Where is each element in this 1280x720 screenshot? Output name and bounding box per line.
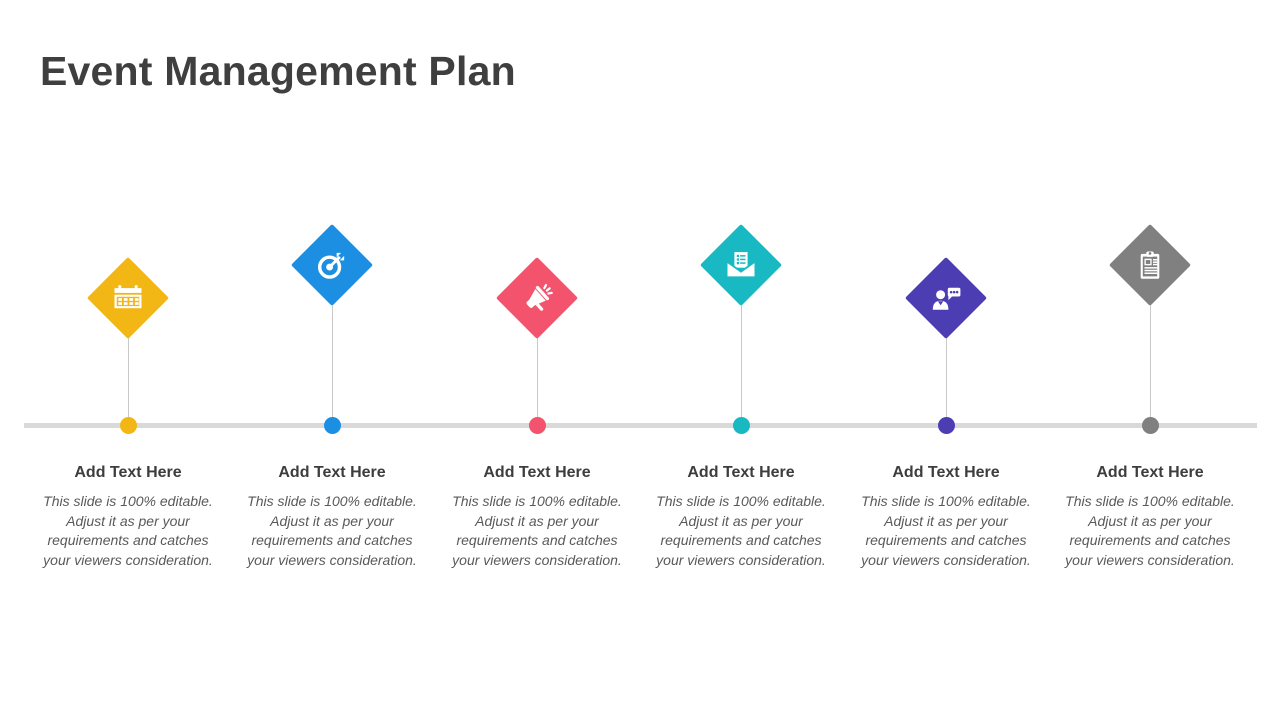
diamond-shape bbox=[290, 223, 374, 307]
connector-line bbox=[740, 265, 742, 426]
timeline-item-5: Add Text Here This slide is 100% editabl… bbox=[844, 0, 1048, 720]
item-description: This slide is 100% editable. Adjust it a… bbox=[1065, 493, 1235, 568]
diamond-shape bbox=[86, 256, 170, 340]
connector-line bbox=[127, 298, 129, 426]
slide-title: Event Management Plan bbox=[40, 48, 516, 94]
item-heading: Add Text Here bbox=[278, 464, 386, 481]
item-description: This slide is 100% editable. Adjust it a… bbox=[43, 493, 213, 568]
connector-line bbox=[945, 298, 947, 426]
timeline-item-3: Add Text Here This slide is 100% editabl… bbox=[435, 0, 639, 720]
target-icon bbox=[303, 236, 361, 294]
timeline-item-1: Add Text Here This slide is 100% editabl… bbox=[26, 0, 230, 720]
timeline-line bbox=[24, 423, 1257, 428]
connector-line bbox=[536, 298, 538, 426]
connector-line bbox=[331, 265, 333, 426]
timeline-dot bbox=[323, 417, 341, 434]
item-description: This slide is 100% editable. Adjust it a… bbox=[656, 493, 826, 568]
text-block: Add Text Here This slide is 100% editabl… bbox=[1057, 464, 1243, 570]
timeline-dot bbox=[119, 417, 137, 434]
timeline-item-2: Add Text Here This slide is 100% editabl… bbox=[230, 0, 434, 720]
diamond-shape bbox=[699, 223, 783, 307]
text-block: Add Text Here This slide is 100% editabl… bbox=[239, 464, 425, 570]
megaphone-icon bbox=[508, 269, 566, 327]
item-heading: Add Text Here bbox=[483, 464, 591, 481]
text-block: Add Text Here This slide is 100% editabl… bbox=[648, 464, 834, 570]
item-heading: Add Text Here bbox=[1096, 464, 1204, 481]
timeline-dot bbox=[732, 417, 750, 434]
item-heading: Add Text Here bbox=[74, 464, 182, 481]
clipboard-icon bbox=[1121, 236, 1179, 294]
timeline-dot bbox=[1141, 417, 1159, 434]
item-heading: Add Text Here bbox=[892, 464, 1000, 481]
timeline-item-6: Add Text Here This slide is 100% editabl… bbox=[1048, 0, 1252, 720]
text-block: Add Text Here This slide is 100% editabl… bbox=[853, 464, 1039, 570]
timeline-item-4: Add Text Here This slide is 100% editabl… bbox=[639, 0, 843, 720]
timeline-dot bbox=[937, 417, 955, 434]
diamond-shape bbox=[495, 256, 579, 340]
open-mail-icon bbox=[712, 236, 770, 294]
text-block: Add Text Here This slide is 100% editabl… bbox=[444, 464, 630, 570]
item-description: This slide is 100% editable. Adjust it a… bbox=[247, 493, 417, 568]
timeline-dot bbox=[528, 417, 546, 434]
text-block: Add Text Here This slide is 100% editabl… bbox=[35, 464, 221, 570]
diamond-shape bbox=[904, 256, 988, 340]
item-description: This slide is 100% editable. Adjust it a… bbox=[452, 493, 622, 568]
connector-line bbox=[1149, 265, 1151, 426]
calendar-icon bbox=[99, 269, 157, 327]
diamond-shape bbox=[1108, 223, 1192, 307]
person-chat-icon bbox=[917, 269, 975, 327]
item-heading: Add Text Here bbox=[687, 464, 795, 481]
item-description: This slide is 100% editable. Adjust it a… bbox=[861, 493, 1031, 568]
